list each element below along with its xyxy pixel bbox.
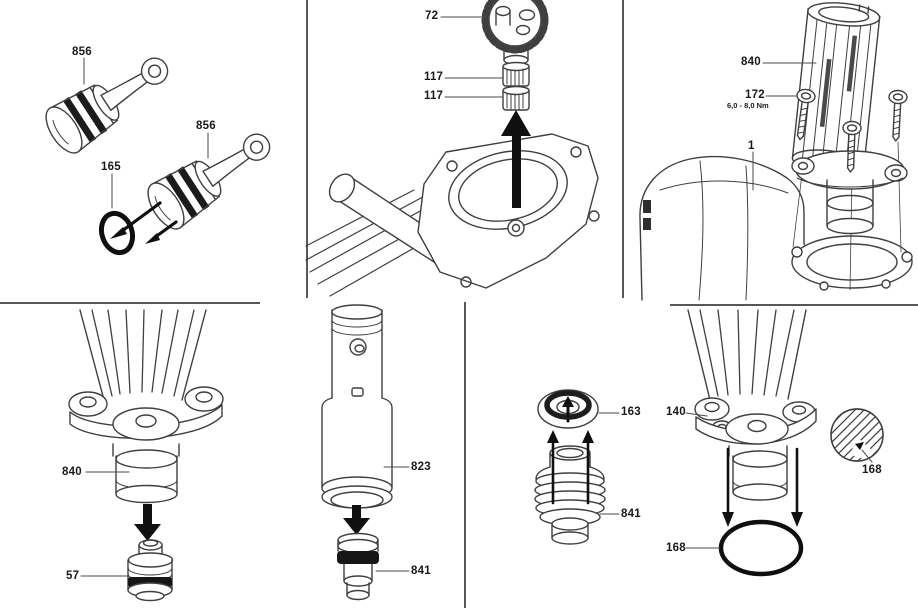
gear-housing-art: [305, 0, 600, 297]
divider-vertical-bottom: [464, 302, 466, 608]
divider-vertical-left: [306, 0, 308, 298]
part-label-840-top: 840: [741, 56, 761, 68]
part-label-117-lower: 117: [424, 90, 444, 102]
part-label-140: 140: [666, 406, 686, 418]
part-label-165: 165: [101, 161, 121, 173]
part-label-72: 72: [425, 10, 439, 22]
part-label-168-detail: 168: [862, 464, 882, 476]
part-label-856-lower: 856: [196, 120, 216, 132]
part-label-823: 823: [411, 461, 431, 473]
part-label-57: 57: [66, 570, 80, 582]
divider-horizontal-right: [670, 304, 918, 306]
nose-retainer-art: [68, 309, 224, 602]
part-label-1: 1: [748, 140, 755, 152]
part-label-117-upper: 117: [424, 71, 444, 83]
torque-note: 6,0 - 8,0 Nm: [727, 101, 769, 110]
cylinder-mount-art: [639, 2, 913, 301]
part-label-856-upper: 856: [72, 46, 92, 58]
divider-vertical-right: [622, 0, 624, 298]
striker-tube-art: [321, 304, 393, 601]
divider-horizontal-left: [0, 302, 260, 304]
piston-assemblies-art: [38, 41, 283, 256]
part-label-163: 163: [621, 406, 641, 418]
leader-lines: [80, 16, 873, 577]
part-label-841-tube: 841: [411, 565, 431, 577]
part-label-168: 168: [666, 542, 686, 554]
ring-striker-art: [534, 389, 606, 545]
oring-nose-art: [687, 309, 884, 577]
part-label-840-bottom: 840: [62, 466, 82, 478]
part-label-172: 172: [745, 89, 765, 101]
part-label-841-ring: 841: [621, 508, 641, 520]
